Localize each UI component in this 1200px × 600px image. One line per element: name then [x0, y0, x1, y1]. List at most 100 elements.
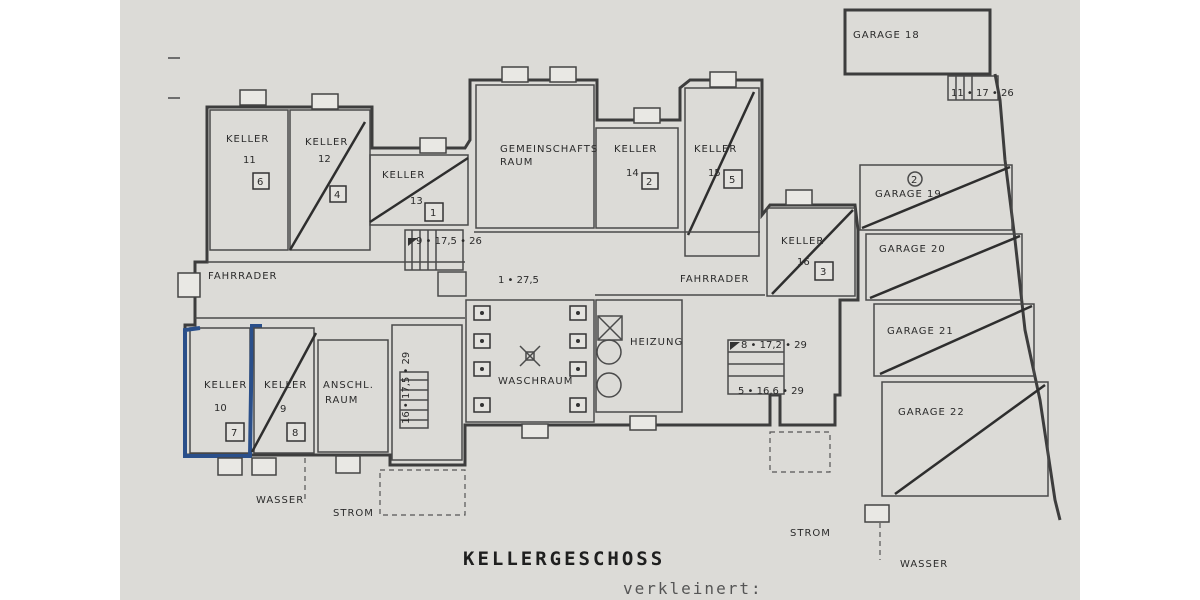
fahrrader-right-label: FAHRRADER — [680, 274, 750, 285]
plan-subtitle: verkleinert: — [623, 579, 763, 598]
stair-6-label: 16 • 17,5 • 29 — [401, 352, 412, 424]
window — [709, 71, 737, 88]
keller-13-diagonal — [369, 156, 469, 224]
keller-15-label: KELLER — [694, 144, 737, 155]
window — [335, 455, 361, 474]
keller-16-number: 16 — [797, 257, 810, 268]
garage-20-diagonal — [869, 234, 1021, 300]
garage-19-diagonal — [861, 165, 1011, 230]
keller-12-label: KELLER — [305, 137, 348, 148]
window — [239, 89, 267, 106]
anschlussraum-label-2: RAUM — [325, 395, 358, 406]
stair-6 — [391, 324, 463, 461]
garage-20-label: GARAGE 20 — [879, 244, 946, 255]
keller-10-number: 10 — [214, 403, 227, 414]
keller-15-number: 15 — [708, 168, 721, 179]
stair-3 — [727, 339, 785, 395]
keller-14-box-label: 2 — [646, 177, 652, 188]
heizung-walls — [595, 299, 683, 413]
waschraum-label: WASCHRAUM — [498, 376, 573, 387]
keller-16-box — [814, 261, 834, 281]
keller-10-box-label: 7 — [231, 428, 237, 439]
keller-16-box-label: 3 — [820, 267, 826, 278]
keller-9-box — [286, 422, 306, 442]
fahrrader-left-label: FAHRRADER — [208, 271, 278, 282]
garage-20-walls — [865, 233, 1023, 301]
keller-14-box — [641, 172, 659, 190]
keller-14-label: KELLER — [614, 144, 657, 155]
keller-13-box-label: 1 — [430, 208, 436, 219]
keller-9-box-label: 8 — [292, 428, 298, 439]
keller-10-highlight — [183, 324, 262, 458]
keller-16-walls — [766, 207, 856, 297]
keller-10-label: KELLER — [204, 380, 247, 391]
garage-19-mark — [907, 171, 923, 187]
window — [633, 107, 661, 124]
window — [864, 504, 890, 523]
stair-5-label: 11 • 17 • 26 — [951, 88, 1014, 99]
keller-11-number: 11 — [243, 155, 256, 166]
garage-19-label: GARAGE 19 — [875, 189, 942, 200]
strom-left-label: STROM — [333, 508, 374, 519]
window — [521, 423, 549, 439]
garage-19-mark-label: 2 — [911, 175, 917, 186]
waschraum-walls — [465, 299, 595, 423]
keller-9-walls — [253, 327, 315, 454]
wasser-right-label: WASSER — [900, 559, 948, 570]
stair-4-label: 5 • 16,6 • 29 — [738, 386, 804, 397]
keller-15-diagonal — [686, 91, 756, 236]
keller-12-number: 12 — [318, 154, 331, 165]
stair-1 — [404, 229, 464, 271]
keller-13-box — [424, 202, 444, 222]
window — [785, 189, 813, 206]
heizung-label: HEIZUNG — [630, 337, 683, 348]
keller-14-number: 14 — [626, 168, 639, 179]
garage-22-walls — [881, 381, 1049, 497]
wash-appliances — [473, 305, 587, 413]
keller-15-box — [723, 169, 743, 189]
stair-2-label: 1 • 27,5 — [498, 275, 539, 286]
window — [549, 66, 577, 83]
window — [629, 415, 657, 431]
garage-22-diagonal — [894, 383, 1046, 496]
floor-drain-icon — [519, 345, 541, 367]
keller-12-diagonal — [288, 121, 367, 251]
keller-15-box-label: 5 — [729, 175, 735, 186]
gemeinschaftsraum-label-2: RAUM — [500, 157, 533, 168]
keller-13-label: KELLER — [382, 170, 425, 181]
garage-21-walls — [873, 303, 1035, 377]
tank-icon — [596, 339, 622, 365]
tank-icon — [596, 372, 622, 398]
keller-14-walls — [595, 127, 679, 229]
window — [311, 93, 339, 110]
window — [177, 272, 201, 298]
keller-16-label: KELLER — [781, 236, 824, 247]
keller-13-number: 13 — [410, 196, 423, 207]
keller-9-label: KELLER — [264, 380, 307, 391]
garage-side-wall — [993, 73, 1062, 521]
light-well — [379, 469, 466, 516]
keller-11-walls — [209, 109, 289, 251]
keller-12-box — [329, 185, 347, 203]
stair-3-label: 8 • 17,2 • 29 — [741, 340, 807, 351]
garage-22-label: GARAGE 22 — [898, 407, 965, 418]
garage-18-label: GARAGE 18 — [853, 30, 920, 41]
garage-21-label: GARAGE 21 — [887, 326, 954, 337]
gemeinschaftsraum-walls — [475, 84, 595, 229]
keller-9-number: 9 — [280, 404, 286, 415]
window — [501, 66, 529, 83]
anschlussraum-label-1: ANSCHL. — [323, 380, 374, 391]
garage-21-diagonal — [879, 304, 1033, 376]
plan-title: KELLERGESCHOSS — [463, 548, 665, 570]
keller-16-diagonal — [771, 209, 854, 295]
keller-11-box — [252, 172, 270, 190]
stair-1-label: 9 • 17,5 • 26 — [416, 236, 482, 247]
window — [217, 457, 243, 476]
garage-19-walls — [859, 164, 1013, 231]
gemeinschaftsraum-label-1: GEMEINSCHAFTS — [500, 144, 598, 155]
window — [419, 137, 447, 154]
anschlussraum-walls — [317, 339, 389, 453]
strom-right-label: STROM — [790, 528, 831, 539]
keller-11-label: KELLER — [226, 134, 269, 145]
